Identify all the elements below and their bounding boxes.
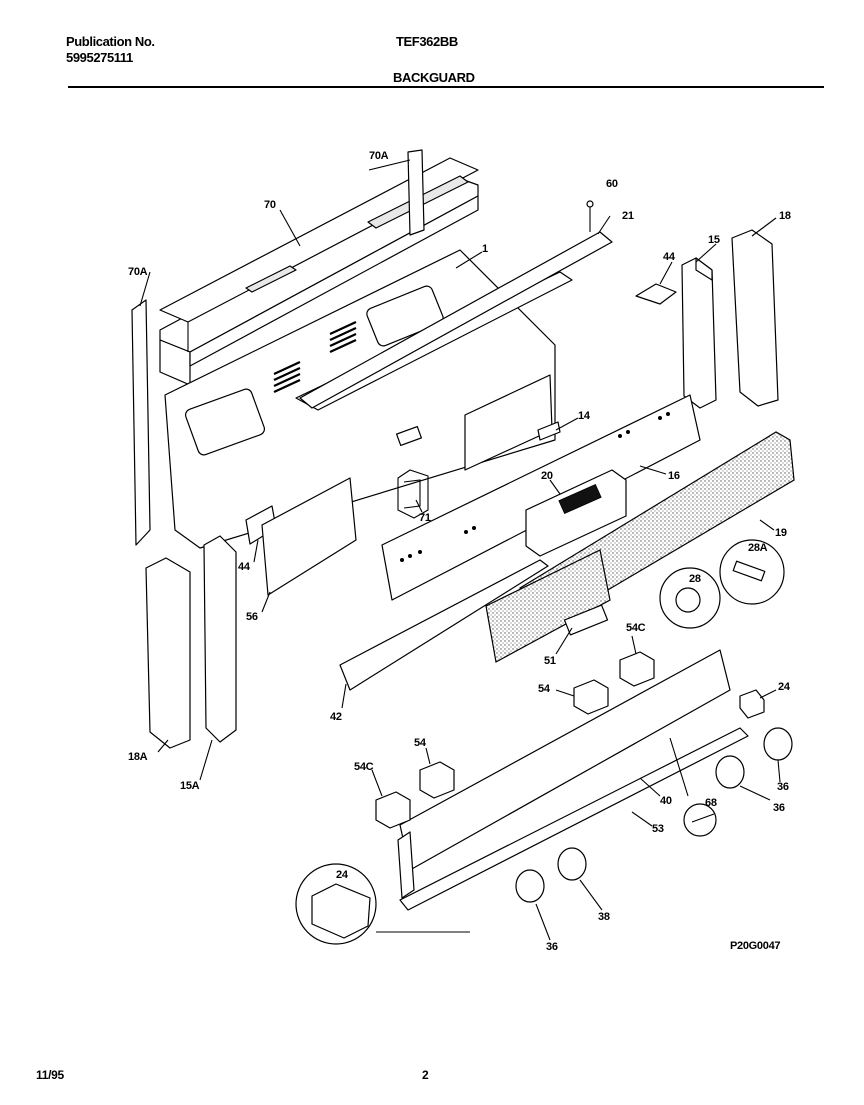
section-title: BACKGUARD	[393, 70, 475, 85]
callout-71: 71	[419, 512, 431, 524]
end-cap-18a	[145, 557, 191, 749]
callout-51: 51	[544, 655, 556, 667]
switch-24-top	[739, 689, 765, 719]
knob-38	[557, 847, 587, 881]
callout-28a: 28A	[748, 542, 768, 554]
control-panel-16	[381, 394, 701, 601]
screw-68	[683, 803, 717, 837]
end-bracket-15a	[203, 535, 237, 743]
screw-60	[586, 200, 594, 232]
trim-42	[339, 559, 549, 691]
page-number: 2	[422, 1068, 429, 1082]
knob-36-a	[763, 727, 793, 761]
bracket-56	[261, 477, 357, 596]
callout-19: 19	[775, 527, 787, 539]
switch-54-mid	[573, 679, 609, 715]
callout-24-low: 24	[336, 869, 349, 881]
strip-70a-left	[131, 299, 151, 546]
callout-21: 21	[622, 210, 634, 222]
model-number: TEF362BB	[396, 34, 458, 49]
callout-44-left: 44	[238, 561, 251, 573]
manifold-panel-40	[397, 649, 731, 899]
inset-24	[295, 863, 470, 945]
timer-20	[525, 469, 627, 557]
callout-36-c: 36	[546, 941, 558, 953]
bracket-71	[397, 469, 429, 519]
callout-16: 16	[668, 470, 680, 482]
callout-1: 1	[482, 243, 488, 255]
callout-40: 40	[660, 795, 672, 807]
callout-28: 28	[689, 573, 701, 585]
callout-15: 15	[708, 234, 720, 246]
callout-70a-left: 70A	[128, 266, 148, 278]
bracket-53	[399, 727, 749, 911]
vent-duct-part	[159, 157, 479, 386]
end-cap-18	[731, 229, 779, 407]
footer-date: 11/95	[36, 1068, 64, 1082]
publication-number: 5995275111	[66, 50, 133, 65]
inset-28	[659, 567, 721, 629]
diagram-code: P20G0047	[730, 940, 780, 952]
callout-54-low: 54	[414, 737, 427, 749]
callout-20: 20	[541, 470, 553, 482]
trim-21	[299, 231, 613, 409]
callout-15a: 15A	[180, 780, 200, 792]
clip-14	[537, 421, 561, 441]
callout-54c-top: 54C	[626, 622, 646, 634]
callout-24-top: 24	[778, 681, 791, 693]
callout-54-mid: 54	[538, 683, 551, 695]
leader-lines	[139, 159, 781, 941]
callout-70a-top: 70A	[369, 150, 389, 162]
switch-54-low	[419, 761, 455, 799]
callout-60: 60	[606, 178, 618, 190]
callout-68: 68	[705, 797, 717, 809]
inset-28a	[719, 539, 785, 605]
callout-14: 14	[578, 410, 591, 422]
switch-54c-low	[375, 791, 411, 829]
strip-70a-top	[407, 149, 425, 236]
knob-36-c	[515, 869, 545, 903]
callout-42: 42	[330, 711, 342, 723]
callout-36-a: 36	[777, 781, 789, 793]
end-bracket-15	[681, 257, 717, 409]
callout-18a: 18A	[128, 751, 148, 763]
callout-44-top: 44	[663, 251, 676, 263]
callout-38: 38	[598, 911, 610, 923]
bracket-44-top	[635, 283, 677, 305]
panel-51	[485, 549, 611, 663]
callout-56: 56	[246, 611, 258, 623]
publication-label: Publication No.	[66, 34, 155, 49]
callout-54c-low: 54C	[354, 761, 374, 773]
knob-36-b	[715, 755, 745, 789]
callout-36-b: 36	[773, 802, 785, 814]
switch-54c-top	[619, 651, 655, 687]
header-rule	[68, 86, 824, 88]
callout-18: 18	[779, 210, 791, 222]
callout-53: 53	[652, 823, 664, 835]
callout-70: 70	[264, 199, 276, 211]
